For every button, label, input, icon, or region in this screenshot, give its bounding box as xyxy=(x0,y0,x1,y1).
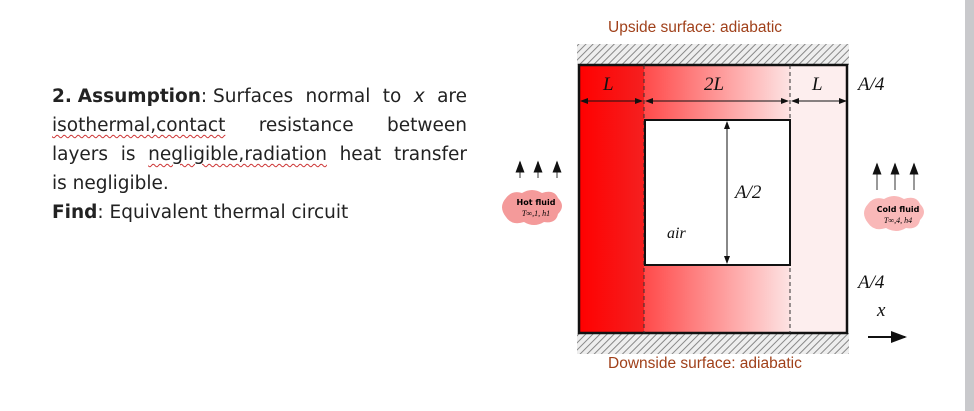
t: transfer xyxy=(393,144,467,165)
assumption-line-2: isothermal,contact resistance between xyxy=(52,111,467,140)
air-cavity xyxy=(644,119,791,266)
layer-3 xyxy=(790,65,847,333)
scrollbar[interactable] xyxy=(965,0,974,411)
t: normal xyxy=(305,86,371,107)
assumption-line-1: 2. Assumption: Surfaces normal to x are xyxy=(52,82,467,111)
t: negligible,radiation xyxy=(148,144,327,165)
dim-right: L xyxy=(812,74,823,95)
cold-fluid-cloud xyxy=(864,196,924,231)
cold-fluid-label: Cold fluid T∞,4, h4 xyxy=(870,204,926,226)
t: is xyxy=(120,144,136,165)
area-mid: A/2 xyxy=(735,182,762,203)
area-bottom: A/4 xyxy=(858,272,885,293)
top-adiabatic-hatch xyxy=(577,44,849,65)
t: are xyxy=(437,86,467,107)
area-top: A/4 xyxy=(858,74,885,95)
t: between xyxy=(386,115,467,136)
t: layers xyxy=(52,144,109,165)
cold-fluid-title: Cold fluid xyxy=(876,205,920,214)
find-line: Find: Equivalent thermal circuit xyxy=(52,198,467,227)
t: isothermal,contact xyxy=(52,115,226,136)
item-number: 2. xyxy=(52,86,72,107)
top-caption: Upside surface: adiabatic xyxy=(608,19,783,36)
find-label: Find xyxy=(52,202,98,223)
assumption-label: Assumption xyxy=(77,86,201,107)
assumption-line-4: is negligible. xyxy=(52,169,467,198)
find-text: : Equivalent thermal circuit xyxy=(97,202,349,223)
cold-fluid-params: T∞,4, h4 xyxy=(883,216,913,225)
wall-outline xyxy=(577,63,849,335)
t: x xyxy=(413,86,425,107)
bottom-caption: Downside surface: adiabatic xyxy=(608,355,802,372)
hot-fluid-title: Hot fluid xyxy=(516,198,556,207)
t: is negligible. xyxy=(52,173,169,194)
hot-fluid-label: Hot fluid T∞,1, h1 xyxy=(510,197,562,219)
t: to xyxy=(382,86,402,107)
dim-left: L xyxy=(603,74,614,95)
problem-text: 2. Assumption: Surfaces normal to x are … xyxy=(52,82,467,227)
x-label: x xyxy=(877,300,886,321)
t: heat xyxy=(339,144,382,165)
t: : Surfaces xyxy=(200,86,294,107)
hot-fluid-params: T∞,1, h1 xyxy=(521,209,551,218)
t: resistance xyxy=(258,115,354,136)
air-label: air xyxy=(667,225,686,242)
dim-mid: 2L xyxy=(704,74,725,95)
assumption-line-3: layers is negligible,radiation heat tran… xyxy=(52,140,467,169)
hot-fluid-cloud xyxy=(502,190,562,225)
bottom-adiabatic-hatch xyxy=(577,333,849,354)
layer-1 xyxy=(579,65,644,333)
